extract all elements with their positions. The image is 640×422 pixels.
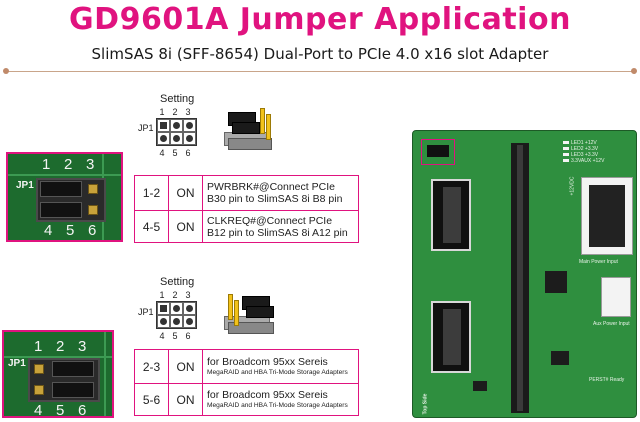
grid-pin-num: 3 [185,290,191,300]
photo-pin-num: 4 [34,402,43,418]
grid-jp-label: JP1 [138,307,154,317]
led-label: LED2 +3.3V [571,146,599,152]
row-state: ON [169,384,203,416]
jumper-table-2: 2-3 ON for Broadcom 95xx Sereis MegaRAID… [134,349,359,416]
page-title: GD9601A Jumper Application [69,2,571,37]
photo-pin-num: 5 [56,402,65,418]
grid-pin-num: 1 [159,107,165,117]
photo-pin-num: 3 [78,338,87,355]
setting-title: Setting [160,93,195,105]
silk-label: Main Power Input [579,259,618,265]
silk-label: Top Side [422,393,429,415]
silk-label: Aux Power Input [593,321,630,327]
photo-pin-num: 2 [64,156,73,173]
jumper-table-1: 1-2 ON PWRBRK#@Connect PCIe B30 pin to S… [134,175,359,243]
photo-pin-num: 1 [34,338,43,355]
silk-label: PERST# Ready [589,377,625,383]
photo-pin-num: 5 [66,222,75,239]
header-pin [88,184,98,194]
jumper-cap [40,181,82,197]
row-description: CLKREQ#@Connect PCIe B12 pin to SlimSAS … [207,215,348,239]
row-state: ON [169,176,203,210]
row-description: for Broadcom 95xx Sereis MegaRAID and HB… [207,355,348,376]
row-state: ON [169,350,203,383]
grid-pin-num: 2 [172,107,178,117]
row-state: ON [169,211,203,243]
page-subtitle: SlimSAS 8i (SFF-8654) Dual-Port to PCIe … [91,45,549,63]
grid-pin-num: 1 [159,290,165,300]
divider-dot-left [3,68,9,74]
grid-pin-num: 5 [172,331,178,341]
grid-pin-num: 2 [172,290,178,300]
jumper-photo-1: JP1 1 2 3 4 5 6 [6,152,123,242]
photo-pin-num: 3 [86,156,95,173]
jumper-3d-illustration [224,292,276,336]
row-pins: 2-3 [135,350,169,383]
photo-pin-num: 6 [78,402,87,418]
jumper-pin-grid [156,118,197,146]
photo-pin-num: 2 [56,338,65,355]
table-row: 1-2 ON PWRBRK#@Connect PCIe B30 pin to S… [135,176,358,210]
jumper-cap [52,361,94,377]
row-pins: 4-5 [135,211,169,243]
jumper-cap [40,202,82,218]
jumper-photo-2: JP1 1 2 3 4 5 6 [2,330,114,418]
table-row: 4-5 ON CLKREQ#@Connect PCIe B12 pin to S… [135,210,358,243]
jumper-3d-illustration [224,108,272,152]
header-pin [88,205,98,215]
table-row: 5-6 ON for Broadcom 95xx Sereis MegaRAID… [135,383,358,416]
jp1-highlight [421,139,455,165]
photo-pin-num: 6 [88,222,97,239]
led-label: 3.3VAUX +12V [571,158,605,164]
jp1-header [427,145,449,157]
header-pin [34,364,44,374]
divider-dot-right [631,68,637,74]
photo-pin-num: 4 [44,222,53,239]
led-label: LED3 +3.3V [571,152,599,158]
led-label: LED1 +12V [571,140,597,146]
grid-pin-num: 3 [185,107,191,117]
grid-pin-num: 4 [159,331,165,341]
row-description: for Broadcom 95xx Sereis MegaRAID and HB… [207,389,348,409]
header-pin [34,385,44,395]
photo-jp-label: JP1 [16,180,34,191]
row-pins: 5-6 [135,384,169,416]
silk-label: +12VDC [569,176,576,196]
row-pins: 1-2 [135,176,169,210]
grid-jp-label: JP1 [138,123,154,133]
grid-pin-num: 5 [172,148,178,158]
photo-jp-label: JP1 [8,358,26,369]
adapter-board-photo: LED1 +12V LED2 +3.3V LED3 +3.3V 3.3VAUX … [412,130,637,418]
grid-pin-num: 4 [159,148,165,158]
table-row: 2-3 ON for Broadcom 95xx Sereis MegaRAID… [135,350,358,383]
grid-pin-num: 6 [185,331,191,341]
grid-pin-num: 6 [185,148,191,158]
header-divider [6,71,634,72]
aux-power-connector [601,277,631,317]
photo-pin-num: 1 [42,156,51,173]
row-description: PWRBRK#@Connect PCIe B30 pin to SlimSAS … [207,181,343,205]
jumper-cap [52,382,94,398]
jumper-pin-grid [156,301,197,329]
setting-title: Setting [160,276,195,288]
